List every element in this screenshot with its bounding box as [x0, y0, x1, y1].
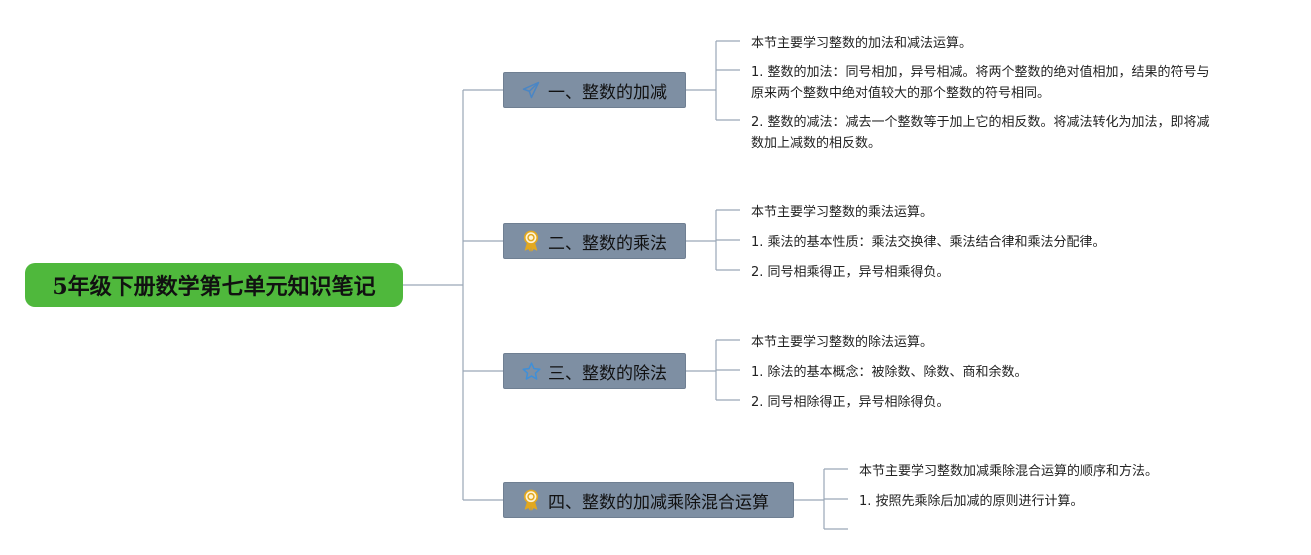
award-ribbon-icon [520, 230, 542, 252]
leaf-note[interactable]: 1. 整数的加法：同号相加，异号相减。将两个整数的绝对值相加，结果的符号与原来两… [751, 62, 1210, 104]
branch-title: 二、整数的乘法 [548, 233, 667, 254]
leaf-line: 原来两个整数中绝对值较大的那个整数的符号相同。 [751, 86, 1051, 101]
award-ribbon-icon [520, 489, 542, 511]
branch-node-4[interactable]: 四、整数的加减乘除混合运算 [503, 482, 794, 518]
leaf-note[interactable]: 本节主要学习整数的乘法运算。 [751, 202, 933, 223]
branch-node-2[interactable]: 二、整数的乘法 [503, 223, 686, 259]
leaf-line: 1. 乘法的基本性质：乘法交换律、乘法结合律和乘法分配律。 [751, 235, 1106, 250]
branch-node-3[interactable]: 三、整数的除法 [503, 353, 686, 389]
star-icon [520, 360, 542, 382]
root-node[interactable]: 5年级下册数学第七单元知识笔记 [25, 263, 403, 307]
leaf-line: 1. 按照先乘除后加减的原则进行计算。 [859, 494, 1084, 509]
root-title: 5年级下册数学第七单元知识笔记 [52, 274, 376, 300]
leaf-note[interactable]: 本节主要学习整数的加法和减法运算。 [751, 33, 972, 54]
leaf-line: 2. 同号相除得正，异号相除得负。 [751, 395, 950, 410]
branch-node-1[interactable]: 一、整数的加减 [503, 72, 686, 108]
leaf-line: 2. 同号相乘得正，异号相乘得负。 [751, 265, 950, 280]
leaf-line: 本节主要学习整数的乘法运算。 [751, 205, 934, 220]
leaf-note[interactable]: 2. 同号相除得正，异号相除得负。 [751, 392, 950, 413]
branch-title: 三、整数的除法 [548, 363, 667, 384]
leaf-line: 1. 除法的基本概念：被除数、除数、商和余数。 [751, 365, 1028, 380]
leaf-note[interactable]: 1. 按照先乘除后加减的原则进行计算。 [859, 491, 1084, 512]
branch-title: 一、整数的加减 [548, 82, 667, 103]
leaf-note[interactable]: 本节主要学习整数加减乘除混合运算的顺序和方法。 [859, 461, 1158, 482]
leaf-line: 本节主要学习整数的加法和减法运算。 [751, 36, 973, 51]
leaf-note[interactable]: 1. 乘法的基本性质：乘法交换律、乘法结合律和乘法分配律。 [751, 232, 1106, 253]
leaf-line: 本节主要学习整数的除法运算。 [751, 335, 934, 350]
leaf-line: 本节主要学习整数加减乘除混合运算的顺序和方法。 [859, 464, 1159, 479]
leaf-note[interactable]: 2. 整数的减法：减去一个整数等于加上它的相反数。将减法转化为加法，即将减数加上… [751, 112, 1210, 154]
branch-title: 四、整数的加减乘除混合运算 [548, 492, 769, 513]
leaf-line: 1. 整数的加法：同号相加，异号相减。将两个整数的绝对值相加，结果的符号与 [751, 65, 1210, 80]
leaf-note[interactable]: 本节主要学习整数的除法运算。 [751, 332, 933, 353]
leaf-line: 数加上减数的相反数。 [751, 136, 882, 151]
paper-plane-icon [520, 79, 542, 101]
leaf-note[interactable]: 2. 同号相乘得正，异号相乘得负。 [751, 262, 950, 283]
leaf-line: 2. 整数的减法：减去一个整数等于加上它的相反数。将减法转化为加法，即将减 [751, 115, 1210, 130]
leaf-note[interactable]: 1. 除法的基本概念：被除数、除数、商和余数。 [751, 362, 1028, 383]
